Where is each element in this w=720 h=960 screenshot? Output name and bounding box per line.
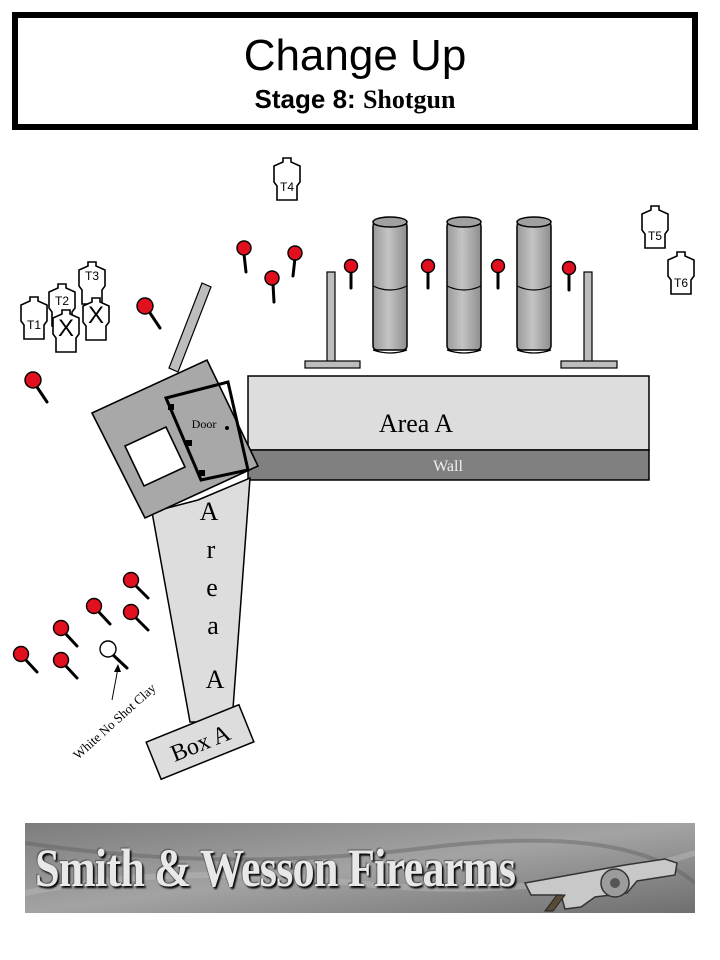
- area-a-vertical-letter: A: [206, 665, 225, 694]
- barrel-stack-2: [446, 216, 482, 354]
- target-t1-label: T1: [27, 318, 41, 332]
- wall: [247, 449, 650, 481]
- post-right: [560, 271, 618, 369]
- target-t3-label: T3: [85, 269, 99, 283]
- target-t6-label: T6: [674, 276, 688, 290]
- shooting-house: Door: [90, 358, 260, 520]
- no-shot-clay-label: White No Shot Clay: [70, 680, 159, 762]
- revolver-icon: [523, 858, 678, 912]
- sponsor-banner: Smith & Wesson Firearms: [25, 823, 695, 913]
- popper: [343, 258, 359, 290]
- wall-label: Wall: [433, 458, 463, 475]
- popper: [236, 240, 252, 274]
- title-box: Change Up Stage 8: Shotgun: [12, 12, 698, 130]
- popper-group: [12, 240, 577, 680]
- popper: [136, 297, 162, 330]
- popper: [52, 651, 79, 680]
- no-shoot-mark: X: [58, 315, 74, 342]
- no-shot-clay-callout: White No Shot Clay: [70, 664, 159, 762]
- popper: [12, 645, 39, 674]
- popper: [85, 597, 112, 626]
- area-a-horizontal-label: Area A: [379, 409, 454, 438]
- target-t6: T6: [667, 251, 695, 295]
- stage-label: Stage 8:: [254, 84, 356, 114]
- door-label: Door: [192, 417, 217, 431]
- stage-name: Shotgun: [362, 85, 456, 114]
- popper: [122, 603, 150, 632]
- target-t5: T5: [641, 205, 669, 249]
- door: [163, 380, 250, 482]
- target-t4-label: T4: [280, 180, 294, 194]
- area-a-vertical-letter: e: [206, 573, 218, 602]
- target-t4: T4: [273, 157, 301, 201]
- area-a-vertical-label: A r e a A: [200, 497, 225, 694]
- barrel-stack-1: [372, 216, 408, 354]
- stage-title: Change Up: [243, 31, 467, 80]
- popper: [420, 258, 436, 290]
- target-t3: T3: [78, 261, 106, 305]
- popper: [122, 571, 150, 600]
- target-t2: T2: [48, 283, 76, 327]
- area-a-vertical-letter: a: [207, 611, 219, 640]
- target-t2-label: T2: [55, 294, 69, 308]
- popper: [24, 371, 49, 404]
- popper: [490, 258, 506, 290]
- target-t1: T1: [20, 296, 48, 340]
- barrel-stack-3: [516, 216, 552, 354]
- area-a-vertical-letter: A: [200, 497, 219, 526]
- target-t5-label: T5: [648, 229, 662, 243]
- popper: [287, 245, 303, 278]
- area-a-vertical-letter: r: [207, 535, 216, 564]
- post-left: [304, 271, 361, 369]
- banner-text: Smith & Wesson Firearms: [35, 838, 516, 898]
- popper: [561, 260, 577, 292]
- no-shoot-mark: X: [88, 302, 104, 329]
- house-window: [123, 425, 187, 488]
- no-shoot-target-2: X: [82, 297, 110, 341]
- area-a-vertical: [151, 476, 251, 723]
- diagonal-wall: [168, 282, 212, 373]
- popper: [52, 619, 79, 648]
- banner-background: [25, 823, 695, 913]
- stage-subtitle: Stage 8: Shotgun: [18, 84, 692, 115]
- popper: [264, 270, 280, 304]
- no-shoot-clay: [99, 640, 129, 670]
- no-shoot-target-1: X: [52, 309, 80, 353]
